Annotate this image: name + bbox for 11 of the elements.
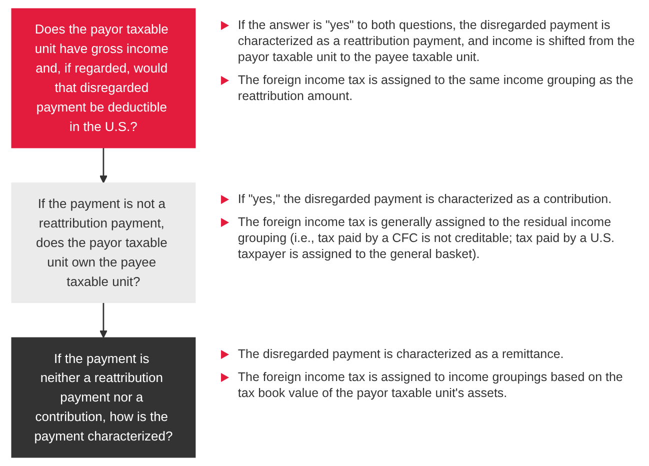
node-box: Does the payor taxable unit have gross income and, if regarded, would that disregarded payment be deductible in the U.S.? — [11, 8, 196, 148]
bullet-text: The foreign income tax is assigned to income groupings based on the tax book value of the payor taxable unit's assets. — [238, 368, 624, 401]
bullet-text: The foreign income tax is generally assigned to the residual income grouping (i.e., tax paid by a CFC is not creditable; tax paid by a U.S. taxpayer is assigned to the general basket). — [238, 214, 616, 262]
bullet-text: The foreign income tax is assigned to the same income grouping as the reattribution amount. — [238, 72, 634, 104]
node-box: If the payment is neither a reattribution payment nor a contribution, how is the payment characterized? — [11, 337, 196, 458]
arrow — [99, 148, 108, 184]
arrow — [99, 302, 108, 338]
node-box: If the payment is not a reattribution payment, does the payor taxable unit own the payee taxable unit? — [11, 182, 196, 303]
bullet-text: If the answer is "yes" to both questions, the disregarded payment is characterized as a reattribution payment, and income is shifted from the payor taxable unit to the payee taxable unit. — [238, 16, 636, 65]
bullet-text: The disregarded payment is characterized as a remittance. — [238, 346, 564, 362]
bullet-text: If "yes," the disregarded payment is characterized as a contribution. — [238, 190, 612, 207]
